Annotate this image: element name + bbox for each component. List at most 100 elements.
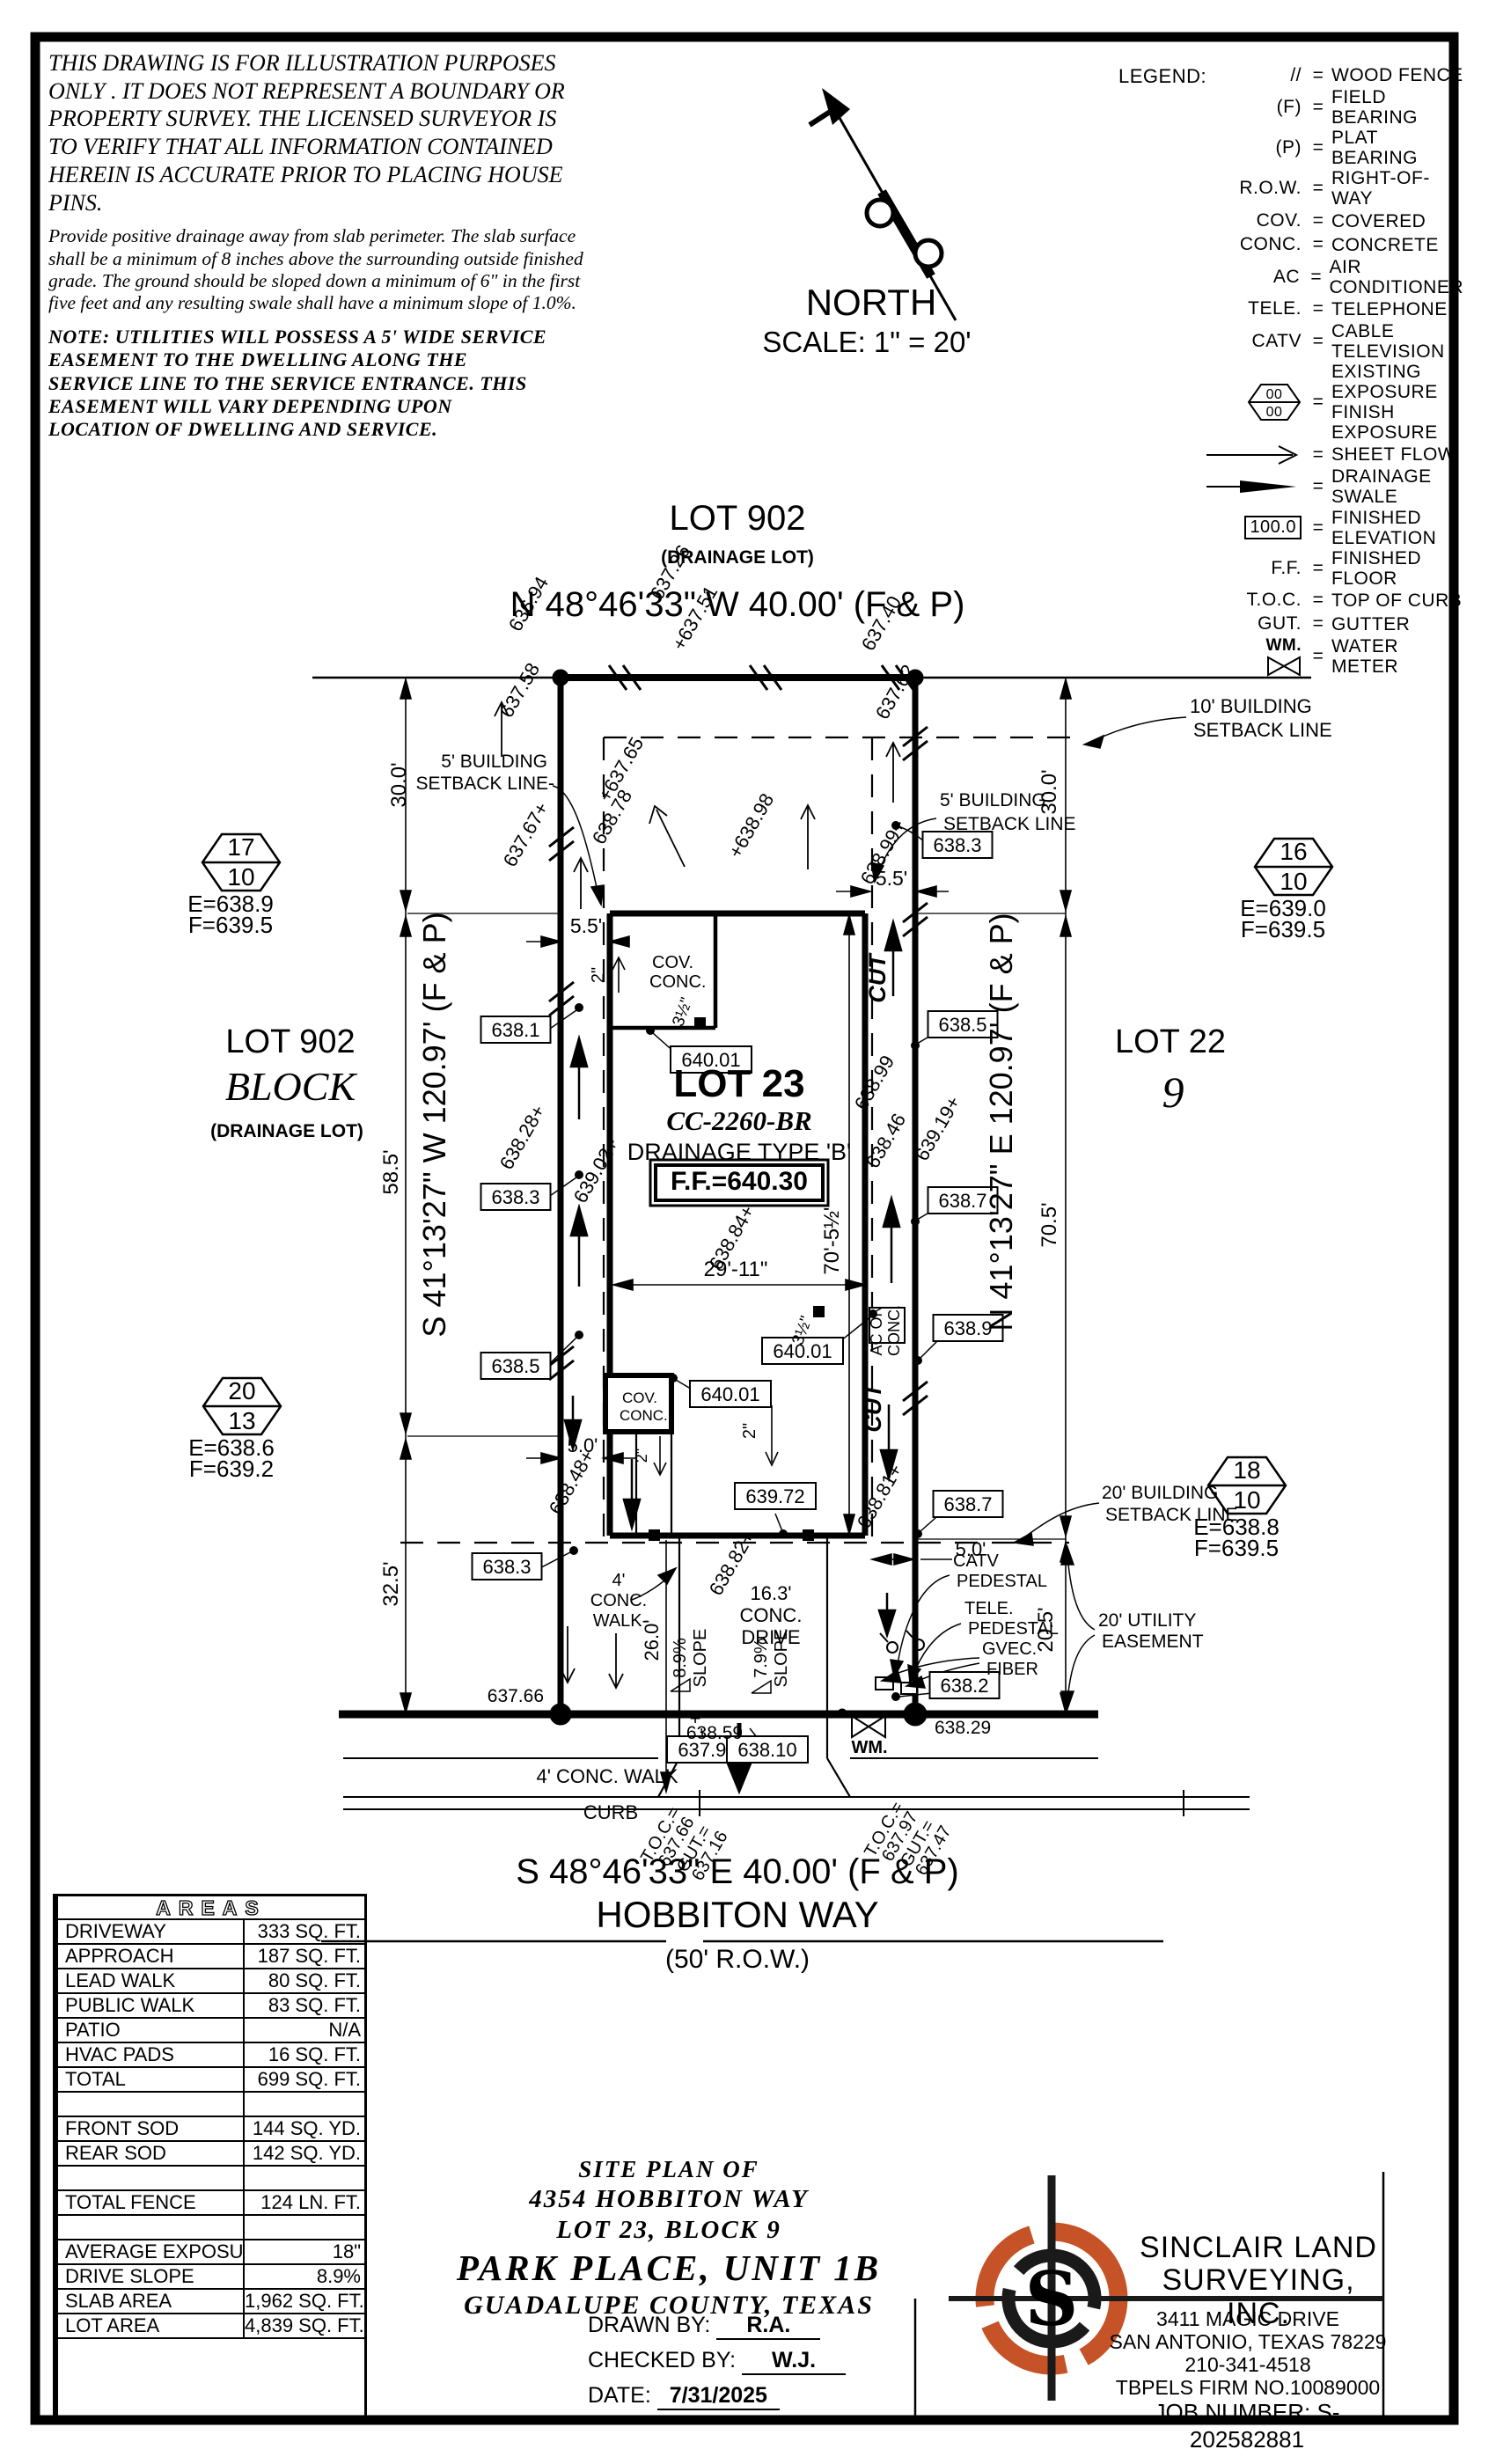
area-label: DRIVEWAY [65,1920,166,1942]
plan-label: N 48°46'33" W 40.00' (F & P) [510,585,965,624]
svg-text:E=638.9: E=638.9 [187,891,274,917]
area-value [243,2167,364,2189]
plan-label: BLOCK [225,1064,358,1109]
plan-label: TELE. [964,1599,1014,1618]
title-line-4: PARK PLACE, UNIT 1B [456,2248,882,2288]
area-label: TOTAL [65,2068,126,2090]
legend-label: CABLE TELEVISION [1331,320,1445,362]
plan-label: 20' BUILDING [1102,1483,1218,1503]
plan-label: 638.28+ [495,1101,550,1173]
area-value: N/A [243,2019,364,2042]
sheet-border [30,32,1459,2425]
plan-label: S 41°13'27" W 120.97' (F & P) [416,912,452,1337]
firm-name-2: SURVEYING, INC. [1162,2263,1355,2330]
sheet-flow-arrows [494,700,901,1690]
plan-label: 30.0' [387,762,411,807]
plan-label: 637.66 [488,1686,544,1706]
legend-row: (F)=FIELD BEARING [1198,87,1463,128]
date-label: DATE: [588,2383,651,2408]
legend-symbol: // [1290,64,1302,85]
plan-label: 638.99 [850,1052,898,1114]
plan-label: 2" [740,1423,759,1439]
svg-text:E=638.6: E=638.6 [188,1434,275,1461]
plan-label: CC-2260-BR [666,1105,811,1136]
area-label: PATIO [65,2019,121,2041]
area-label: TOTAL FENCE [65,2191,196,2213]
area-label: HVAC PADS [65,2043,174,2065]
drainage-swale-arrows [563,918,903,1795]
legend-label: TELEPHONE [1331,298,1448,319]
legend-label: RIGHT-OF-WAY [1331,168,1430,209]
plan-label: CUT [860,1382,886,1433]
plan-label: 16.3' [750,1582,791,1604]
legend-label: PLAT BEARING [1331,128,1419,169]
drive-and-walks [321,1432,1250,1943]
plan-label: DRAINAGE TYPE 'B' [627,1139,851,1165]
svg-text:638.1: 638.1 [491,1019,539,1041]
svg-text:F=639.5: F=639.5 [1241,916,1325,942]
svg-text:20: 20 [228,1377,255,1404]
plan-label: CONC. [590,1591,647,1610]
firm-name: SINCLAIR LAND SURVEYING, INC. [1126,2231,1390,2330]
svg-text:F.F.=640.30: F.F.=640.30 [671,1167,808,1196]
plan-label: 9 [1162,1067,1184,1117]
plan-label: AC ON [868,1305,885,1355]
legend-symbol: (F) [1276,97,1302,118]
legend-label: AIR CONDITIONER [1329,256,1463,297]
plan-label: PEDESTAL [968,1619,1059,1639]
finished-elevation-box: 638.3 [471,1552,543,1580]
plan-label: LOT 902 [670,499,806,538]
areas-table-row: PATIO N/A [58,2019,364,2043]
plan-label: NORTH [806,282,937,323]
firm-addr-1: 3411 MAGIC DRIVE [1156,2307,1339,2330]
plan-label: (50' R.O.W.) [665,1945,810,1974]
plan-label: LOT 22 [1115,1023,1226,1060]
svg-text:640.01: 640.01 [773,1340,832,1362]
plan-label: 7.9% [752,1638,771,1678]
firm-addr-4: TBPELS FIRM NO.10089000 [1115,2375,1381,2399]
area-value: 144 SQ. YD. [243,2117,364,2140]
title-panel-lines [913,2172,1385,2418]
finished-elevation-box: 640.01 [689,1380,772,1408]
signoff-block: DRAWN BY: R.A. CHECKED BY: W.J. DATE: 7/… [588,2313,922,2418]
legend-row: CONC.=CONCRETE [1198,233,1463,257]
area-label: DRIVE SLOPE [65,2265,194,2287]
water-meter-icon: WM. [1265,636,1302,677]
plan-label: +638.98 [724,789,779,862]
areas-table-row [58,2093,364,2117]
svg-text:13: 13 [228,1407,255,1434]
svg-text:16: 16 [1280,838,1307,865]
plan-label: PEDESTAL [957,1572,1047,1591]
legend-row: F.F.=FINISHED FLOOR [1198,548,1463,589]
svg-text:639.72: 639.72 [745,1485,804,1507]
disclaimer-notes: THIS DRAWING IS FOR ILLUSTRATION PURPOSE… [48,49,587,442]
plan-label: (DRAINAGE LOT) [661,547,814,568]
legend-label: FINISHED FLOOR [1331,547,1422,589]
plan-label: CURB [583,1801,638,1823]
plan-label: 20' UTILITY [1098,1610,1196,1631]
title-line-2: 4354 HOBBITON WAY [529,2185,809,2213]
svg-text:638.10: 638.10 [737,1739,796,1761]
checked-by-label: CHECKED BY: [588,2348,737,2372]
legend-row: =SHEET FLOW [1198,443,1463,466]
plan-label: WM. [851,1738,887,1757]
legend-symbol: F.F. [1271,557,1302,578]
plan-label: HOBBITON WAY [596,1894,878,1935]
boxed-elevations: 638.1638.3638.5638.3638.3638.5638.7638.9… [471,831,1004,1764]
legend-row: =DRAINAGE SWALE [1198,466,1463,507]
illustration-note: THIS DRAWING IS FOR ILLUSTRATION PURPOSE… [48,50,565,216]
legend-row: AC=AIR CONDITIONER [1272,256,1463,297]
plan-label: CUT [864,952,891,1003]
finished-elevation-box: 638.10 [726,1735,809,1764]
svg-text:E=639.0: E=639.0 [1240,895,1326,921]
plan-label: COV. [622,1390,657,1406]
finished-elevation-box: 638.9 [932,1314,1004,1342]
plan-label: 3½" [669,995,696,1029]
